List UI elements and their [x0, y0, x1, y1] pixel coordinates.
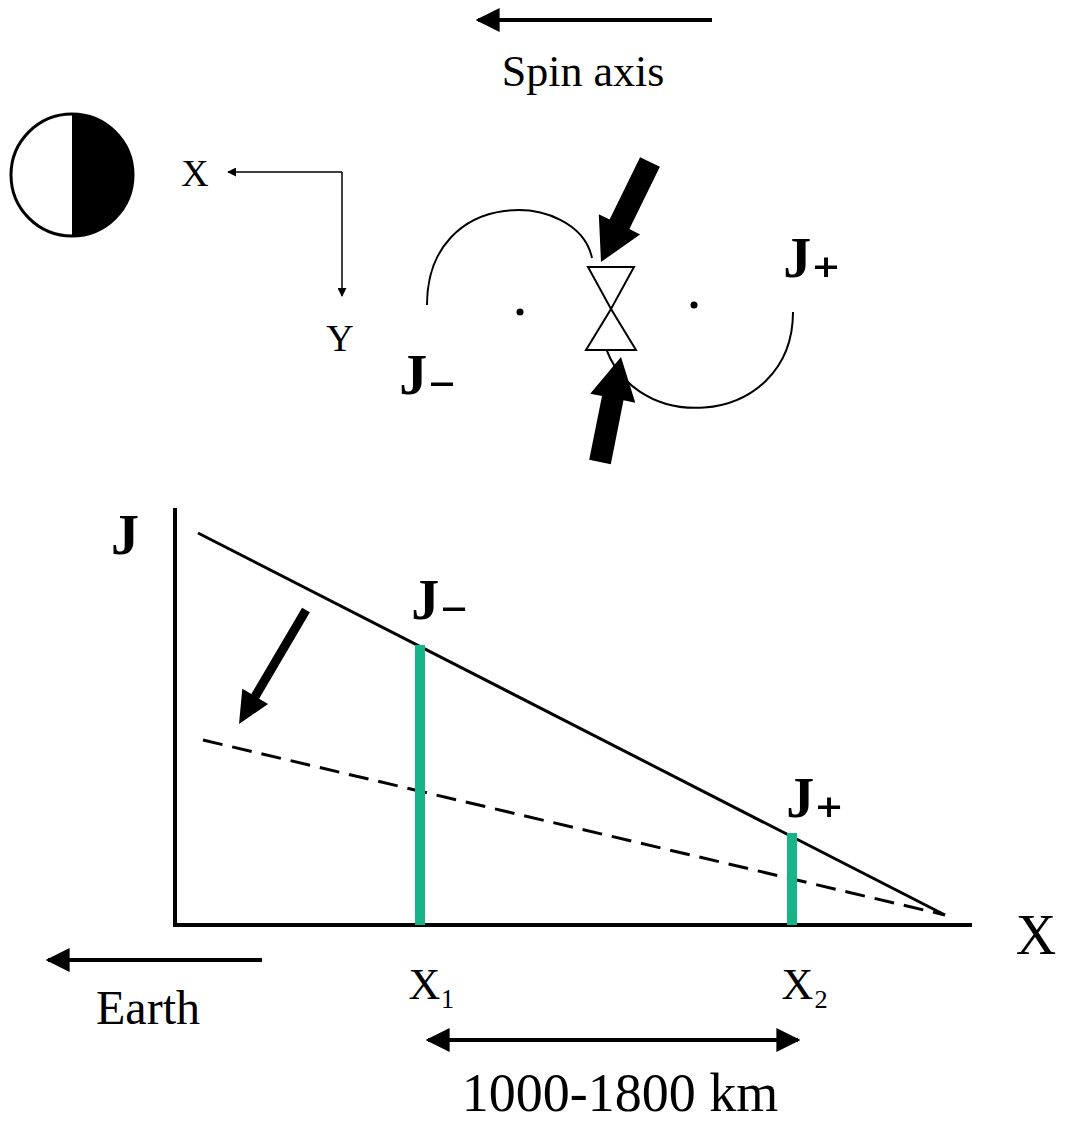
earth-arrow	[48, 958, 262, 962]
diagram-label: J	[111, 507, 139, 563]
green-bar	[415, 645, 425, 925]
j-profile-line	[198, 533, 945, 915]
diagram-label: Earth	[96, 984, 200, 1032]
diagram-label: X	[1016, 907, 1056, 963]
diagram-label: X₁	[408, 963, 455, 1007]
diagram-label: 1000-1800 km	[462, 1066, 779, 1120]
diagram-label: J₋	[411, 572, 469, 628]
diagram-label: J₊	[783, 230, 841, 286]
diagram-label: J₋	[399, 347, 457, 403]
diagram-label: Spin axis	[502, 50, 665, 94]
diagram-label: X₂	[781, 963, 828, 1007]
diagram-label: Y	[326, 319, 353, 357]
chart-axes	[173, 508, 972, 927]
j-profile-dashed	[203, 740, 945, 915]
hourglass-symbol	[586, 267, 636, 350]
thick-arrow	[599, 157, 660, 262]
moon-phase	[11, 114, 133, 236]
distance-arrow	[428, 1038, 798, 1042]
thick-arrow	[239, 608, 310, 724]
coordinate-axes	[228, 172, 342, 296]
center-dot	[691, 302, 698, 309]
diagram-label: J₊	[786, 770, 844, 826]
diagram-label: X	[181, 154, 208, 192]
green-bar	[787, 833, 797, 925]
center-dot	[517, 309, 524, 316]
spin-axis-arrow	[478, 18, 712, 22]
thick-arrow	[589, 357, 635, 464]
